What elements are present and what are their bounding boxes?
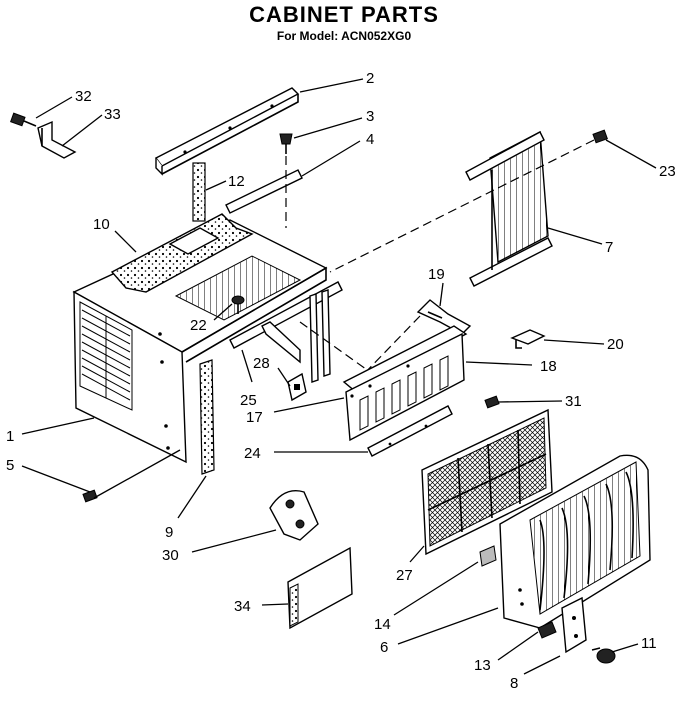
callout-14: 14 [374,616,391,633]
part-30-bracket [269,490,319,541]
part-31-screw [484,395,500,409]
dashed-guide-25 [299,321,371,373]
callout-7: 7 [605,239,613,256]
dashed-guide-19 [359,315,421,379]
part-22-screw [231,295,245,314]
callout-11: 11 [641,635,657,652]
callout-17: 17 [246,409,263,426]
part-28-clip [287,372,307,402]
diagram-subtitle: For Model: ACN052XG0 [276,29,412,43]
diagram-title: CABINET PARTS [249,2,439,27]
part-1-cabinet [72,213,328,464]
part-12-gasket [192,162,206,222]
part-20-handle [510,329,546,349]
part-6-grille [499,454,651,629]
callout-18: 18 [540,358,557,375]
callout-6: 6 [380,639,388,656]
part-5-screw [82,489,98,503]
part-14-knob [479,545,497,567]
callout-28: 28 [253,355,270,372]
part-25-partition [229,281,343,383]
callout-20: 20 [607,336,624,353]
part-8-control-plate [561,596,587,654]
callout-3: 3 [366,108,374,125]
callout-9: 9 [165,524,173,541]
leader-lines [21,78,657,675]
part-17-18-frame [342,325,468,442]
part-4-strip [225,169,303,214]
callout-5: 5 [6,457,14,474]
callout-10: 10 [93,216,110,233]
callout-23: 23 [659,163,676,180]
part-24-rail [367,405,453,457]
part-9-side-strip [199,359,215,475]
callout-25: 25 [240,392,257,409]
part-33-bracket [37,120,77,159]
callout-labels: 32 33 2 3 4 12 10 23 7 19 20 18 31 22 28… [6,70,676,692]
part-2-top-rail [154,87,300,176]
callout-34: 34 [234,598,251,615]
part-27-filter [421,408,553,556]
callout-31: 31 [565,393,582,410]
part-23-screw [592,129,608,144]
callout-13: 13 [474,657,491,674]
part-34-board [287,546,353,630]
callout-24: 24 [244,445,261,462]
callout-8: 8 [510,675,518,692]
part-13-button [537,621,557,639]
callout-32: 32 [75,88,92,105]
part-19-handle [416,299,472,335]
callout-4: 4 [366,131,374,148]
part-32-screw [10,112,37,127]
callout-22: 22 [190,317,207,334]
callout-12: 12 [228,173,245,190]
callout-30: 30 [162,547,179,564]
callout-2: 2 [366,70,374,87]
callout-19: 19 [428,266,445,283]
callout-1: 1 [6,428,14,445]
part-3-screw [279,133,293,154]
part-7-side-panel [465,130,553,287]
part-11-knob [591,647,616,664]
callout-33: 33 [104,106,121,123]
callout-27: 27 [396,567,413,584]
dashed-guide-23 [329,139,595,273]
